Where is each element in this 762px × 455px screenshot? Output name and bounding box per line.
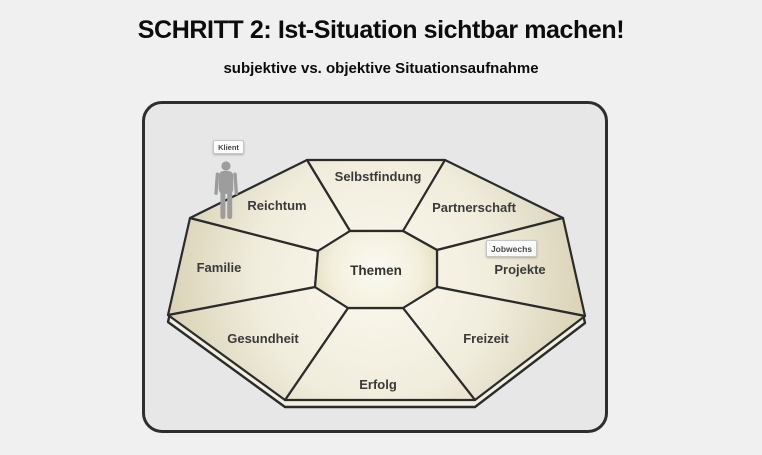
segment-label-projekte: Projekte (494, 262, 545, 277)
segment-label-gesundheit: Gesundheit (227, 331, 299, 346)
octagon-diagram: Selbstfindung Partnerschaft Projekte Fre… (166, 158, 587, 409)
segment-label-freizeit: Freizeit (463, 331, 509, 346)
center-octagon (313, 229, 439, 310)
topic-tag[interactable]: Jobwechs (486, 240, 537, 257)
segment-label-familie: Familie (197, 260, 242, 275)
segment-label-partnerschaft: Partnerschaft (432, 200, 516, 215)
slide-header: SCHRITT 2: Ist-Situation sichtbar machen… (0, 0, 762, 77)
segment-label-selbstfindung: Selbstfindung (335, 169, 422, 184)
segment-label-erfolg: Erfolg (359, 377, 397, 392)
page-subtitle: subjektive vs. objektive Situationsaufna… (223, 60, 539, 77)
person-icon (221, 161, 231, 171)
page-title: SCHRITT 2: Ist-Situation sichtbar machen… (137, 16, 625, 44)
client-tag[interactable]: Klient (213, 140, 244, 154)
client-figure[interactable] (214, 161, 239, 219)
segment-label-reichtum: Reichtum (247, 198, 306, 213)
center-label: Themen (350, 263, 402, 278)
